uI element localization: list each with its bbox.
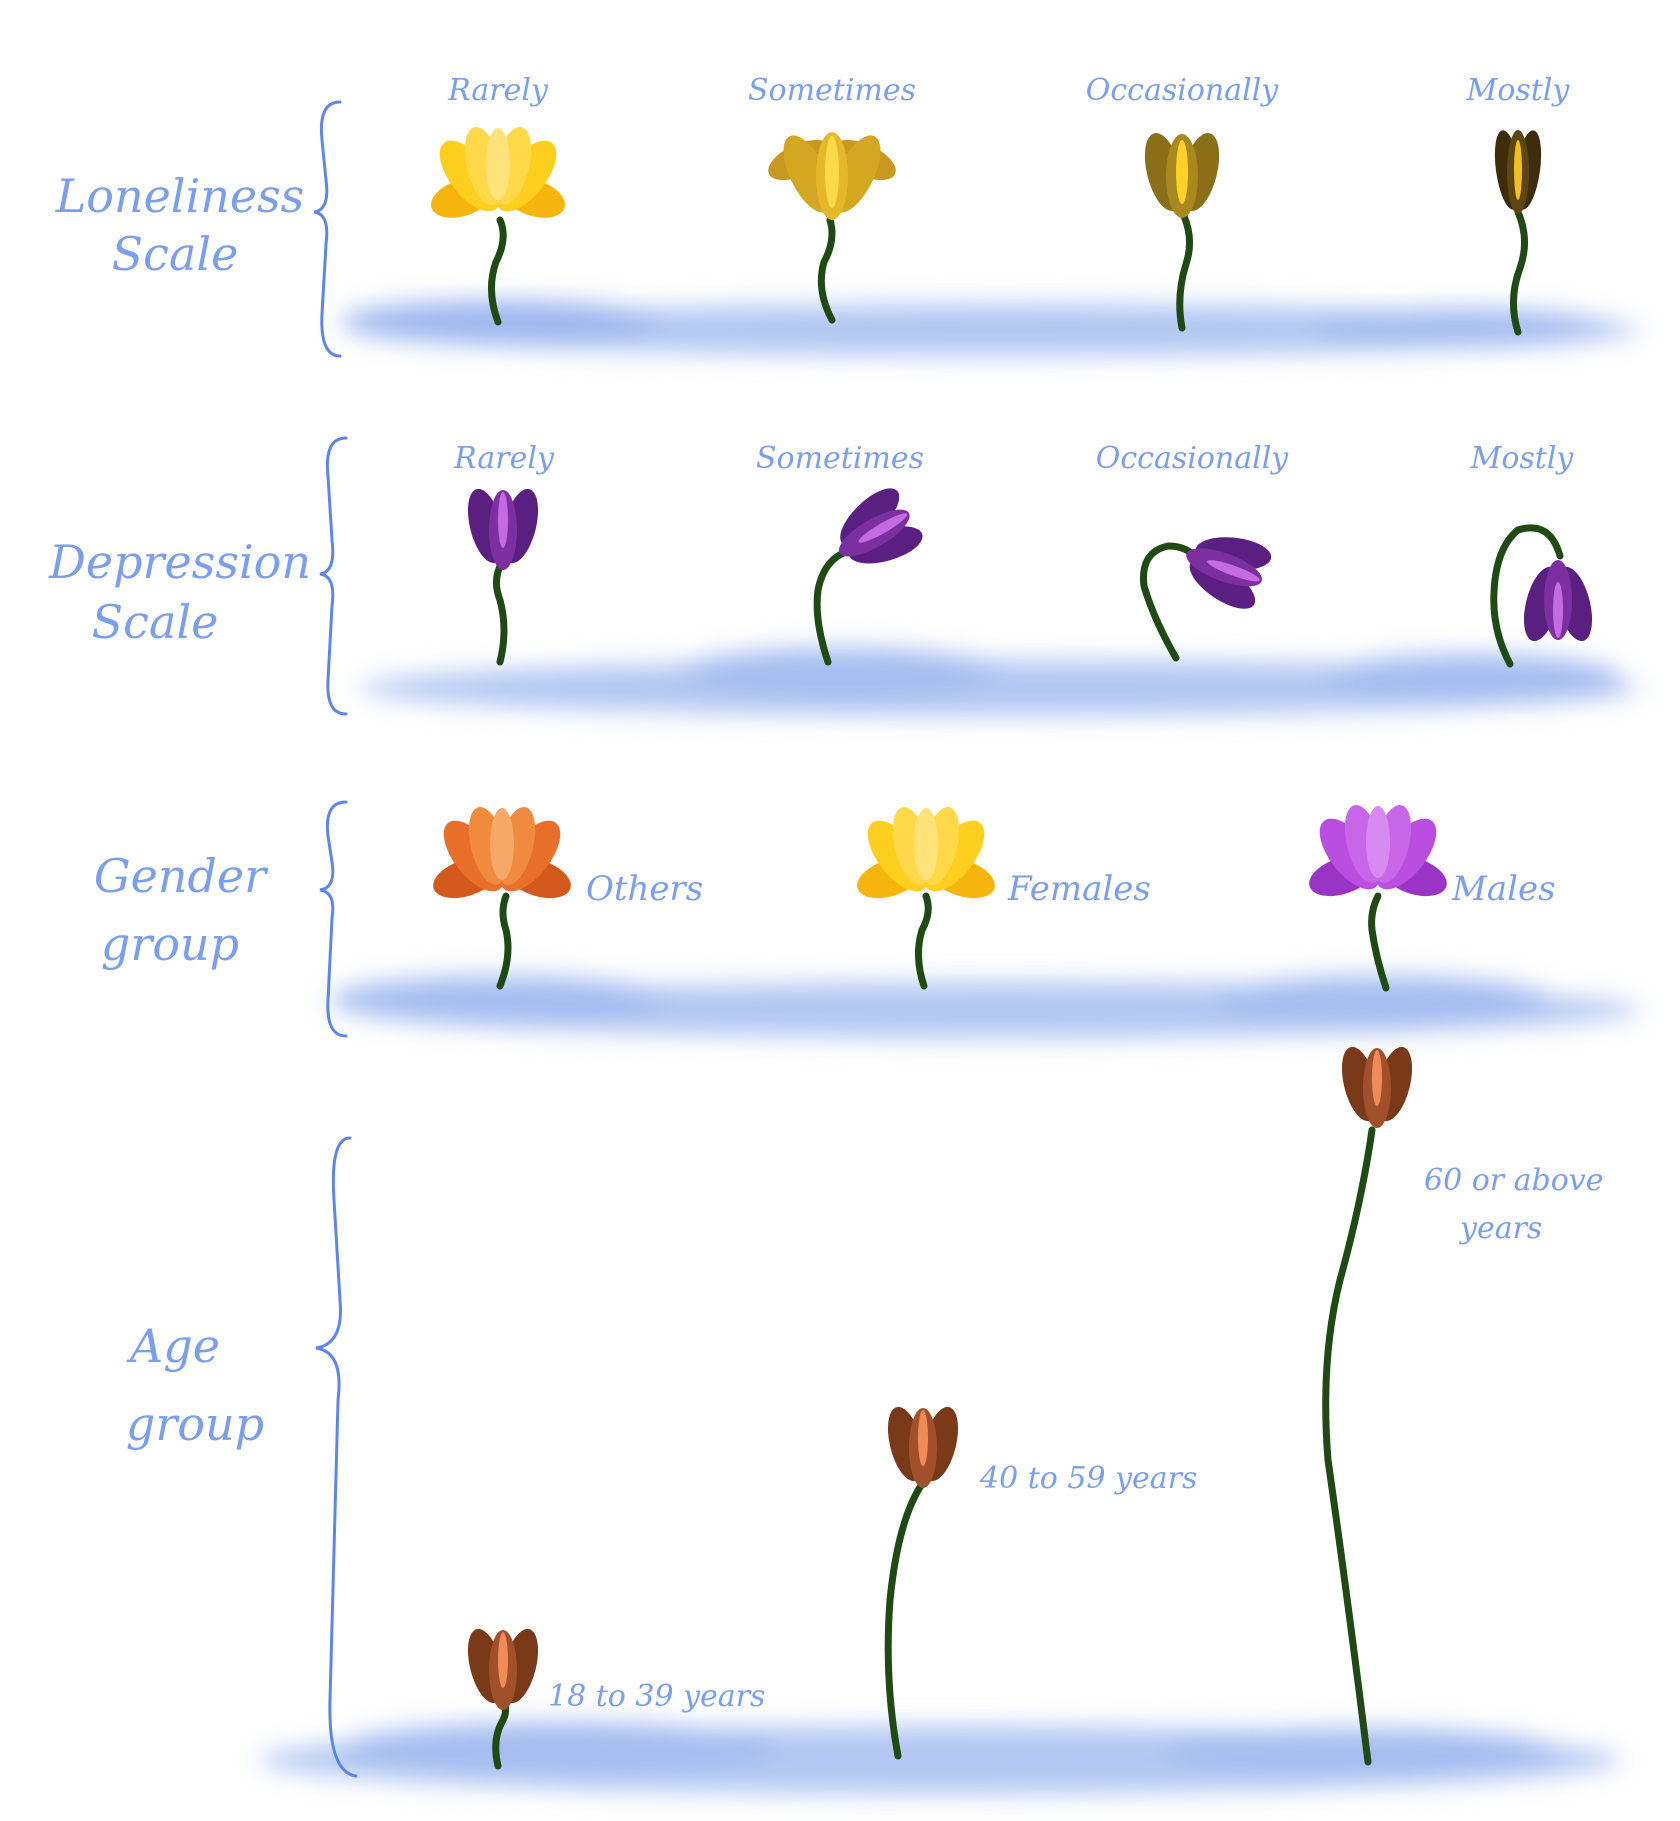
gender-flower-females [857, 806, 995, 990]
depression-label-line2: Scale [92, 595, 219, 649]
loneliness-flower-occasionally [1144, 132, 1220, 332]
gender-flower-males [1309, 804, 1447, 992]
age-label-40-59: 40 to 59 years [979, 1461, 1197, 1496]
gender-label-males: Males [1451, 869, 1556, 909]
depression-label-line1: Depression [48, 535, 311, 589]
age-flower-40-59 [884, 1406, 959, 1760]
gender-water [330, 976, 1640, 1038]
age-brace [315, 1136, 358, 1778]
loneliness-flower-mostly [1494, 130, 1542, 336]
age-water [260, 1722, 1620, 1794]
loneliness-flower-sometimes [768, 132, 896, 324]
loneliness-flower-rarely [431, 126, 565, 326]
loneliness-row: Loneliness Scale Rarely Sometimes Occasi… [55, 73, 1640, 358]
depression-level-occasionally: Occasionally [1096, 441, 1290, 476]
depression-flower-rarely [467, 488, 539, 666]
gender-brace [319, 800, 348, 1038]
gender-label-line1: Gender [94, 849, 269, 903]
loneliness-water [340, 300, 1640, 356]
gender-flower-others [433, 806, 571, 990]
gender-label-others: Others [586, 869, 703, 909]
depression-brace [319, 436, 348, 716]
gender-label-line2: group [101, 917, 239, 971]
age-label-line2: group [126, 1397, 264, 1451]
depression-row: Depression Scale Rarely Sometimes Occasi… [48, 436, 1640, 716]
loneliness-level-rarely: Rarely [447, 73, 549, 108]
loneliness-label-line1: Loneliness [55, 169, 305, 223]
loneliness-level-mostly: Mostly [1466, 73, 1571, 108]
depression-flower-mostly [1490, 524, 1593, 668]
age-label-line1: Age [126, 1319, 220, 1373]
depression-flower-sometimes [813, 488, 923, 666]
depression-level-rarely: Rarely [453, 441, 555, 476]
loneliness-brace [313, 100, 342, 358]
depression-level-mostly: Mostly [1470, 441, 1575, 476]
loneliness-label-line2: Scale [112, 227, 239, 281]
depression-flower-occasionally [1140, 537, 1272, 662]
age-flower-18-39 [467, 1628, 539, 1770]
loneliness-level-occasionally: Occasionally [1086, 73, 1280, 108]
gender-label-females: Females [1007, 869, 1151, 909]
gender-row: Gender group Others Females [94, 800, 1640, 1038]
age-flower-60-plus [1322, 1046, 1413, 1766]
loneliness-level-sometimes: Sometimes [748, 73, 916, 108]
age-label-18-39: 18 to 39 years [548, 1679, 765, 1714]
depression-water [360, 648, 1640, 716]
depression-level-sometimes: Sometimes [756, 441, 924, 476]
age-row: Age group 18 to 39 years 40 to 59 years [126, 1046, 1620, 1794]
